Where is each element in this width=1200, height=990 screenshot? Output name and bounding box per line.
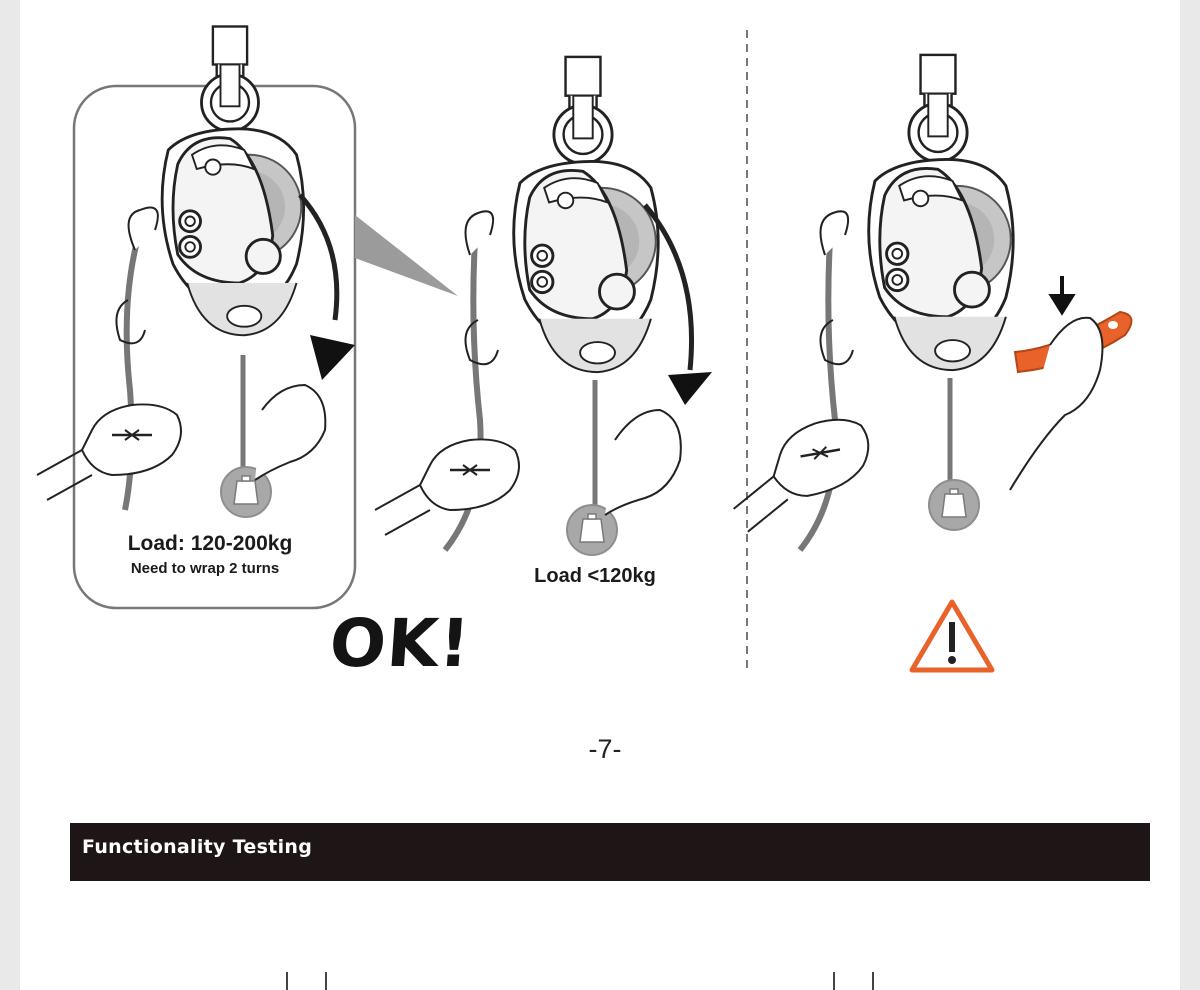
load-label-left: Load: 120-200kg (127, 532, 293, 555)
hand-left-lower (35, 403, 183, 502)
hand-middle-lower (373, 438, 521, 537)
descender-device-left (160, 25, 306, 337)
hand-right-upper (1009, 316, 1104, 491)
descender-device-middle (512, 55, 660, 374)
hand-right-lower (720, 413, 882, 535)
ok-status-text: OK! (327, 605, 474, 682)
callout-wedge (355, 215, 458, 296)
section-header-bar: Functionality Testing (70, 823, 1150, 881)
down-arrow-icon (1048, 276, 1076, 316)
weight-icon-right (928, 479, 980, 531)
section-title: Functionality Testing (82, 836, 313, 858)
page-number: -7- (588, 734, 622, 764)
descender-device-right (867, 53, 1015, 372)
wrap-note-left: Need to wrap 2 turns (130, 560, 280, 577)
hand-left-right (254, 383, 327, 481)
next-page-shackle-left (286, 972, 327, 990)
warning-triangle-icon (909, 599, 995, 673)
next-page-shackle-right (833, 972, 874, 990)
hand-middle-right (604, 408, 682, 516)
load-label-middle: Load <120kg (534, 565, 656, 587)
